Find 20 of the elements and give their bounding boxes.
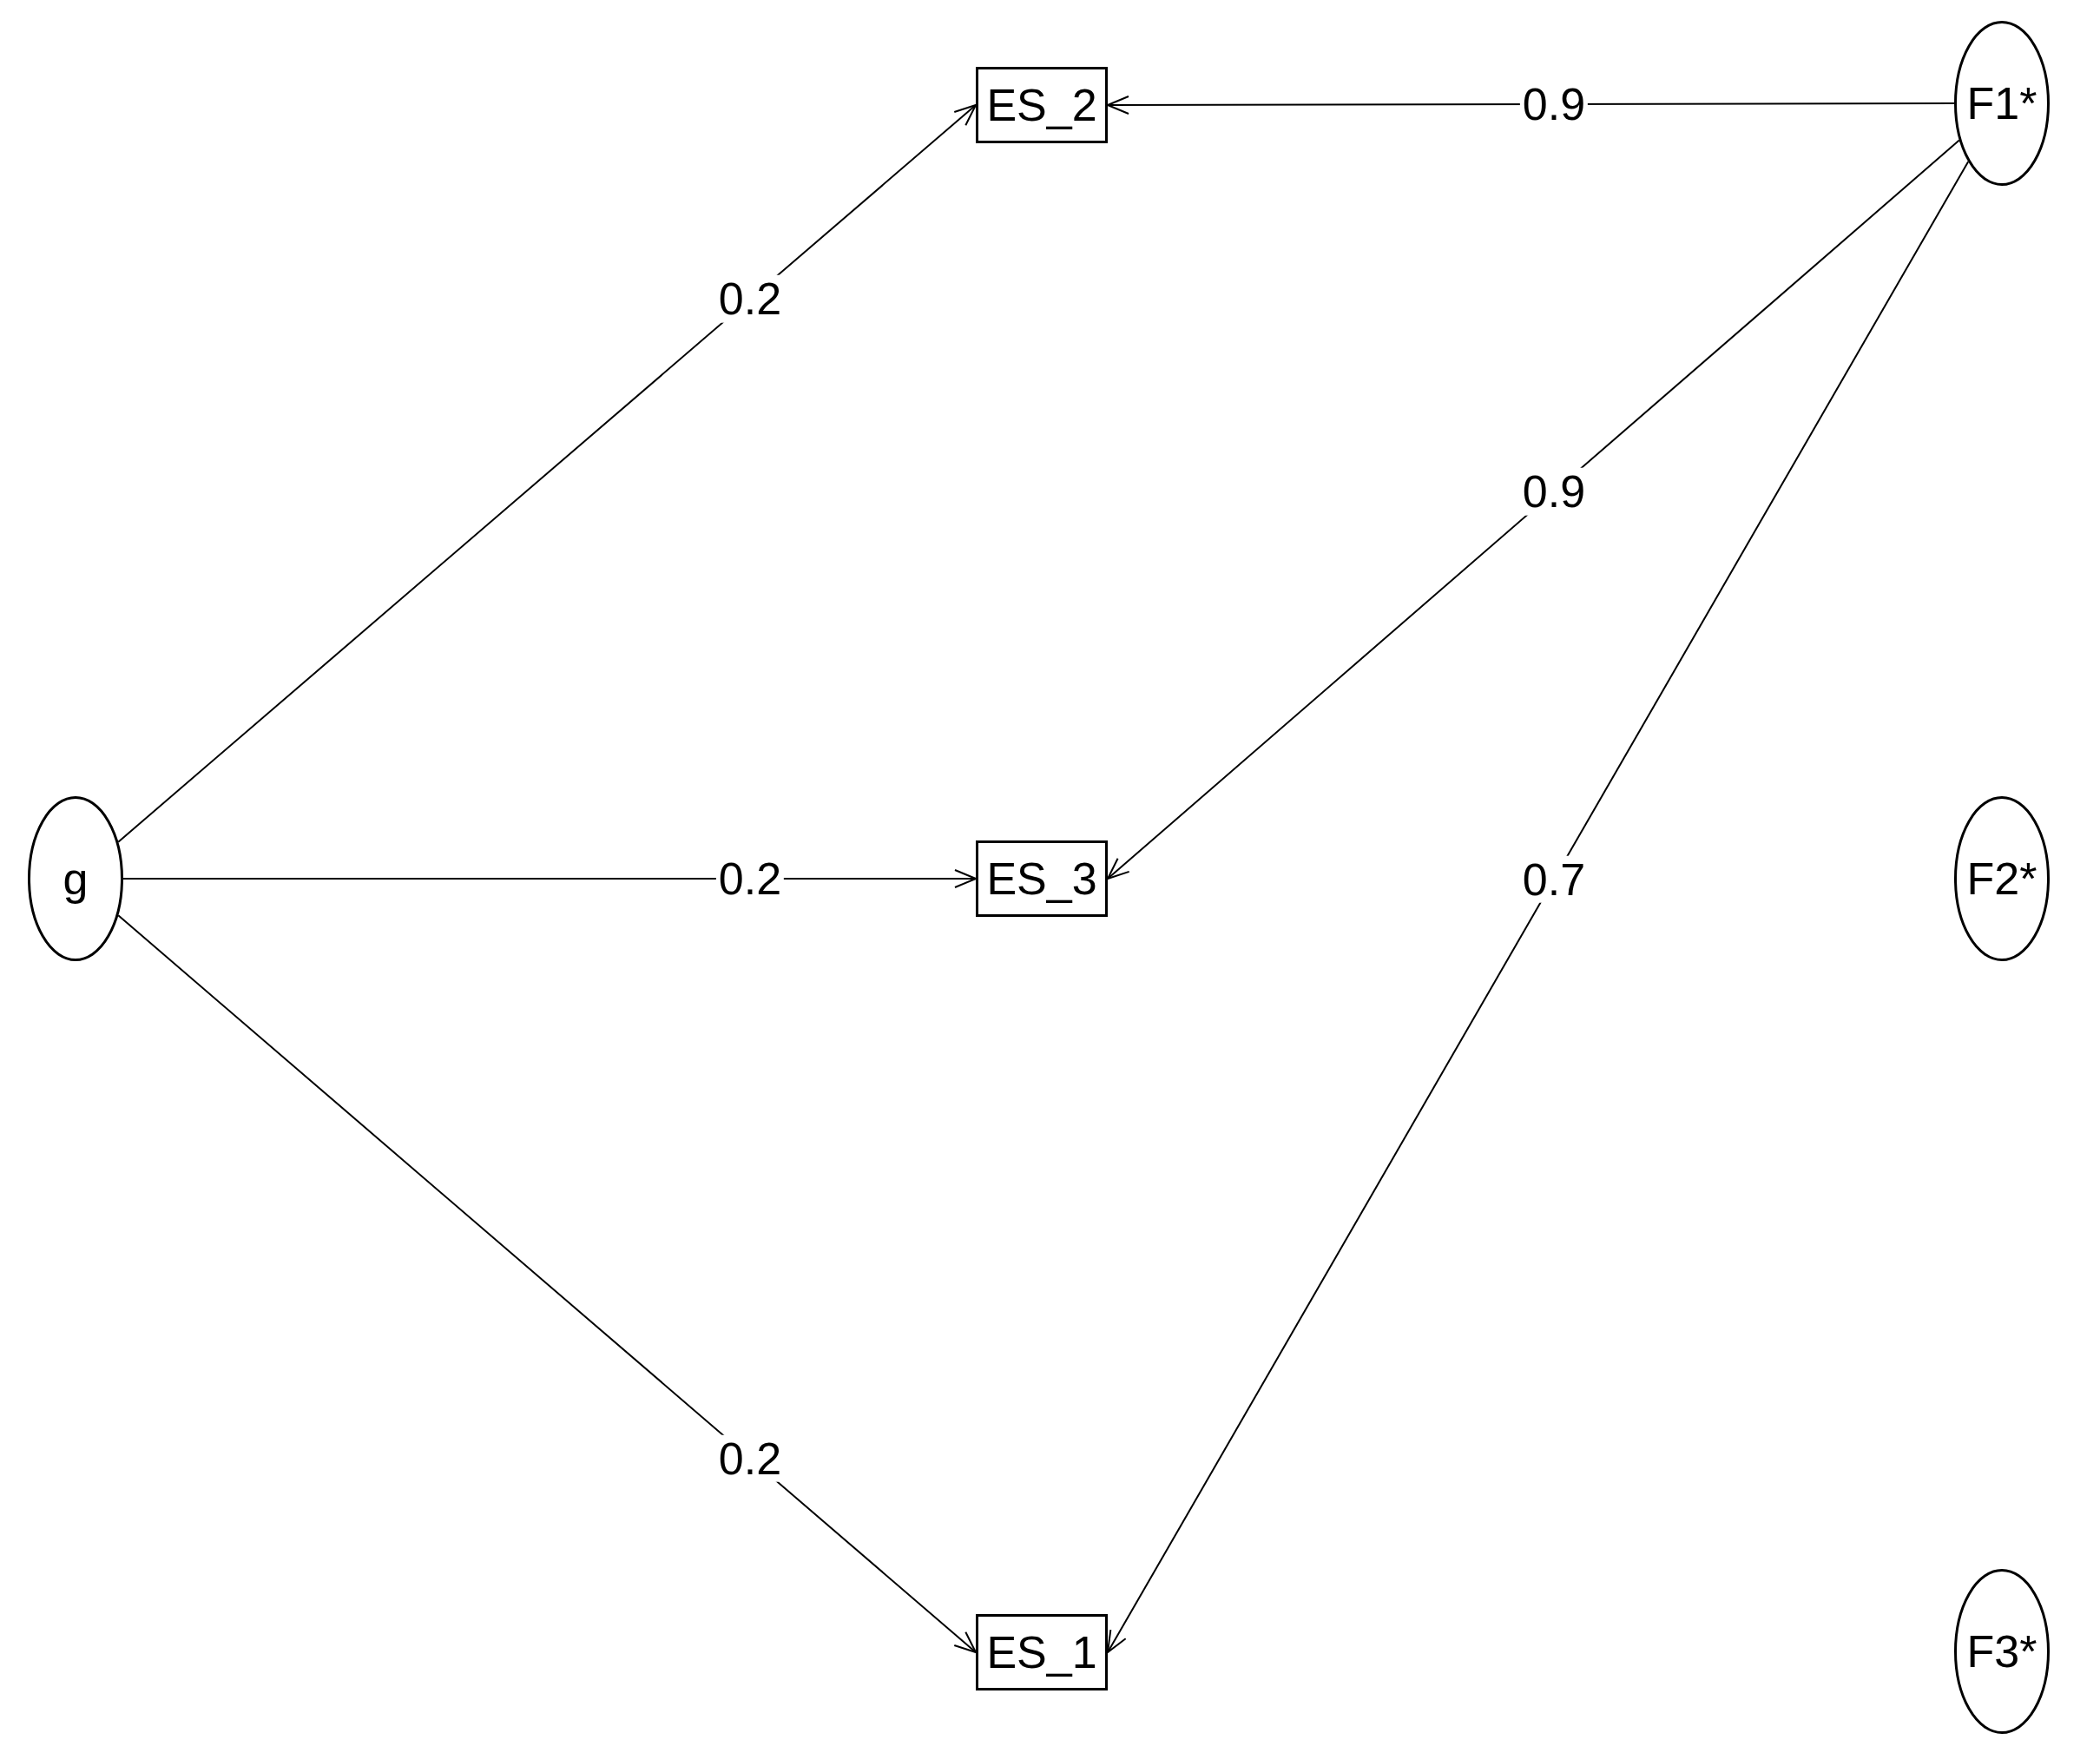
variable-label: ES_2 [986, 81, 1097, 129]
latent-variable-ellipse [1954, 1569, 2050, 1734]
arrow [1107, 139, 1960, 880]
latent-variable-ellipse [1954, 21, 2050, 186]
observed-variable-box [976, 840, 1108, 917]
variable-label: ES_1 [986, 1628, 1097, 1677]
variable-label: F2* [1966, 854, 2037, 903]
latent-variable-ellipse [1954, 796, 2050, 961]
variable-label: F1* [1966, 79, 2037, 128]
arrow [1107, 161, 1970, 1653]
variable-label: ES_3 [986, 854, 1097, 903]
latent-variable-ellipse [28, 796, 123, 961]
variable-label: g [63, 854, 89, 903]
variable-label: F3* [1966, 1627, 2037, 1676]
arrow [117, 104, 977, 843]
arrow [117, 914, 977, 1653]
arrow [1107, 95, 1955, 115]
observed-variable-box [976, 1614, 1108, 1690]
observed-variable-box [976, 67, 1108, 143]
arrow [122, 869, 977, 888]
